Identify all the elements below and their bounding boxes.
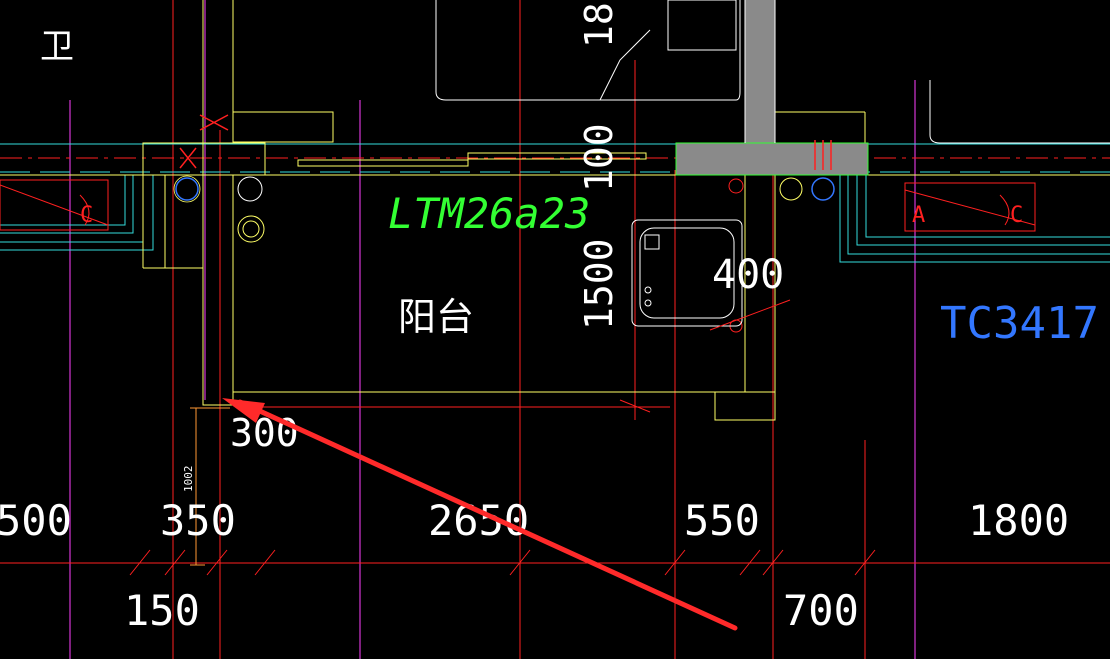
upper-fixtures	[435, 0, 1110, 144]
dim-text-400: 400	[712, 252, 784, 298]
door-code-label: LTM26a23	[388, 189, 590, 238]
orange-dim	[190, 407, 230, 566]
dim-text-100: 100	[577, 123, 621, 192]
washing-machine-fixture	[631, 219, 743, 327]
walls	[0, 0, 1110, 421]
room-label-balcony: 阳台	[398, 295, 474, 339]
dim-row2-item: 150	[124, 586, 200, 635]
grid-letter: A	[912, 203, 925, 228]
room-label-toilet: 卫	[40, 27, 74, 67]
dim-row-item: 350	[160, 496, 236, 545]
dim-row-item: 1800	[968, 496, 1069, 545]
window-code-label: TC3417	[940, 298, 1099, 349]
dimension-ticks	[129, 299, 876, 576]
dim-row-item: 2650	[428, 496, 529, 545]
dim-row-item: 500	[0, 496, 72, 545]
grid-letter: C	[80, 203, 93, 228]
dim-row2-item: 700	[783, 586, 859, 635]
drawing-text: 卫 阳台 LTM26a23 TC3417 1800 100 1500 400 3…	[0, 0, 1099, 635]
dim-text-1500: 1500	[577, 238, 621, 330]
annotation-arrow	[222, 398, 738, 631]
valve-symbols	[179, 114, 832, 170]
concrete-column	[675, 0, 869, 176]
dim-row-item: 550	[684, 496, 760, 545]
dim-text-300: 300	[230, 411, 299, 455]
dim-text-1002: 1002	[182, 466, 195, 493]
dim-text-1800-vertical: 1800	[577, 0, 621, 48]
grid-letter: C	[1010, 203, 1023, 228]
window-symbols	[0, 179, 1036, 232]
